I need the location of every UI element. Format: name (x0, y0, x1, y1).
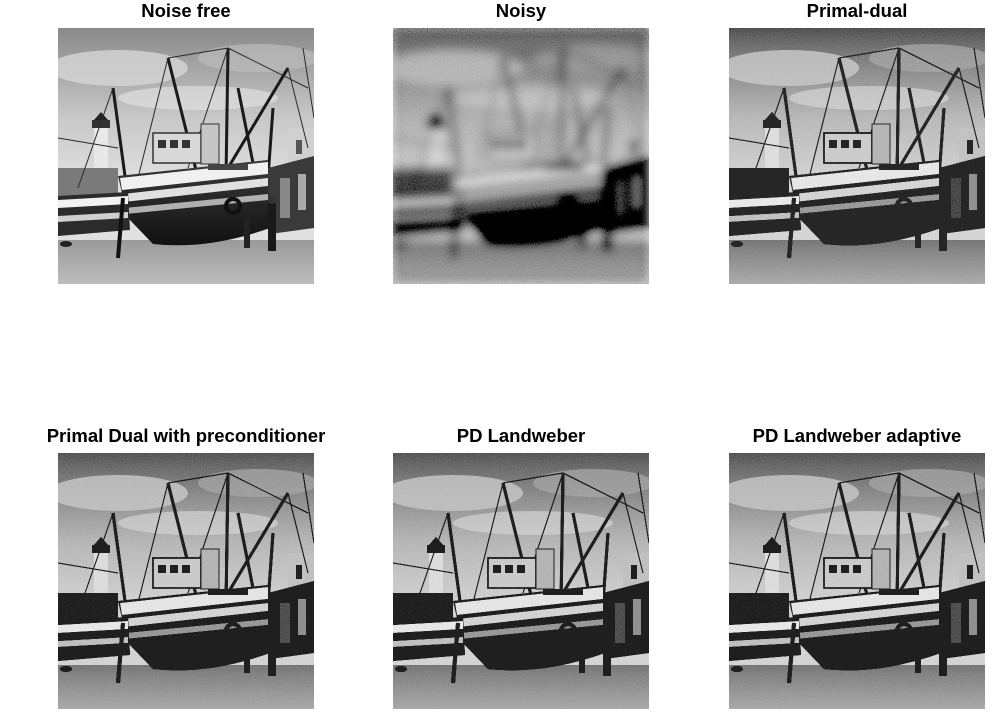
panel-title: PD Landweber adaptive (752, 425, 962, 446)
image-primal-dual-preconditioner (58, 453, 314, 709)
panel-title: Primal Dual with preconditioner (46, 425, 326, 446)
image-pd-landweber (393, 453, 649, 709)
panel-title: Noisy (495, 0, 547, 21)
panel-title: Noise free (141, 0, 231, 21)
image-noisy (393, 28, 649, 284)
image-noise-free (58, 28, 314, 284)
panel-title: PD Landweber (456, 425, 586, 446)
image-primal-dual (729, 28, 985, 284)
image-pd-landweber-adaptive (729, 453, 985, 709)
panel-title: Primal-dual (806, 0, 908, 21)
